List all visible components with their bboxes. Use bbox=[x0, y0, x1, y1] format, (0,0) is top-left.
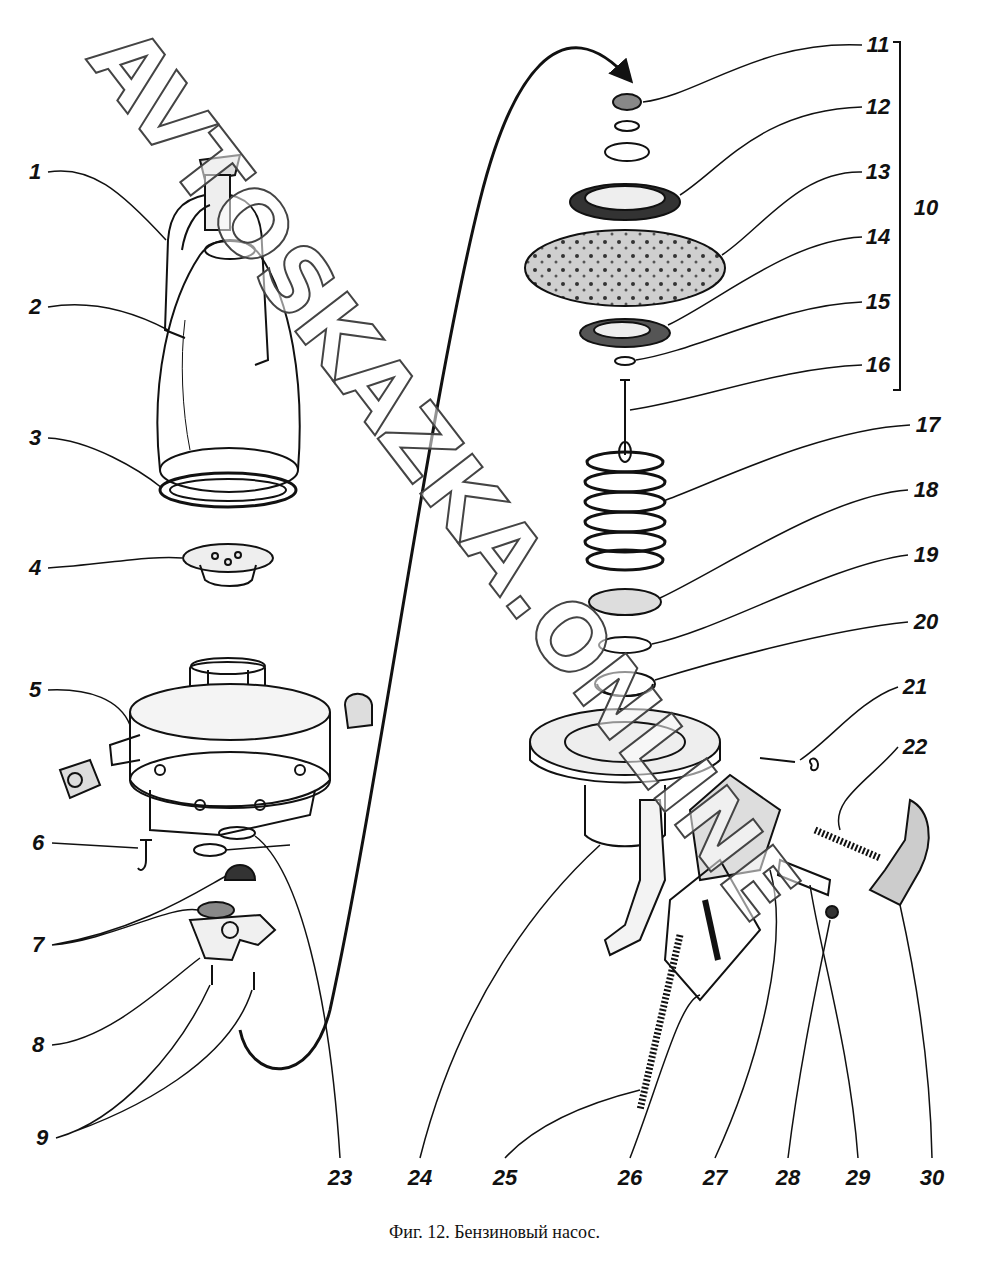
callout-number: 11 bbox=[867, 34, 890, 56]
callout-number: 1 bbox=[29, 161, 41, 183]
callout-number: 28 bbox=[776, 1167, 800, 1189]
callout-number: 20 bbox=[914, 611, 938, 633]
callout-number: 6 bbox=[32, 832, 44, 854]
callout-number: 4 bbox=[29, 557, 41, 579]
callout-number: 17 bbox=[916, 414, 940, 436]
watermark: AVTOSKAZKA.ONLINE bbox=[74, 13, 813, 936]
callout-number: 2 bbox=[29, 296, 41, 318]
callout-number: 27 bbox=[703, 1167, 727, 1189]
callout-number: 7 bbox=[32, 934, 44, 956]
callout-number: 12 bbox=[866, 96, 890, 118]
callout-number: 24 bbox=[408, 1167, 432, 1189]
callout-number: 18 bbox=[914, 479, 938, 501]
callout-number: 22 bbox=[903, 736, 927, 758]
callout-number: 3 bbox=[29, 427, 41, 449]
callout-number: 29 bbox=[846, 1167, 870, 1189]
callout-number: 21 bbox=[903, 676, 927, 698]
callout-number: 9 bbox=[36, 1127, 48, 1149]
callout-number: 15 bbox=[866, 291, 890, 313]
callout-number: 26 bbox=[618, 1167, 642, 1189]
callout-number: 19 bbox=[914, 544, 938, 566]
callout-number: 23 bbox=[328, 1167, 352, 1189]
figure-caption: Фиг. 12. Бензиновый насос. bbox=[0, 1222, 989, 1243]
callout-number: 8 bbox=[32, 1034, 44, 1056]
callout-number: 16 bbox=[866, 354, 890, 376]
callout-number: 25 bbox=[493, 1167, 517, 1189]
callout-number: 5 bbox=[29, 679, 41, 701]
callout-number: 10 bbox=[914, 197, 938, 219]
callout-number: 30 bbox=[920, 1167, 944, 1189]
callout-number: 13 bbox=[866, 161, 890, 183]
callout-number: 14 bbox=[866, 226, 890, 248]
